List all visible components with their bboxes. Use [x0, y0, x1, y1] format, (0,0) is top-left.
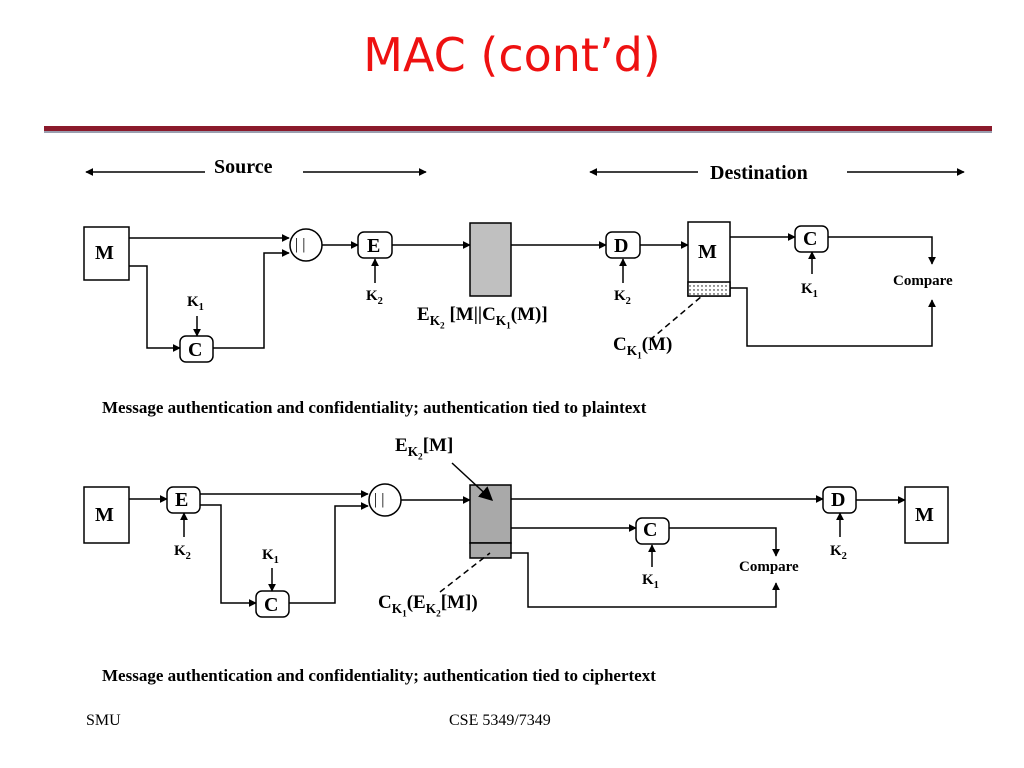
d2-mac-to-compare — [511, 552, 780, 608]
d1-mac-to-compare — [730, 287, 936, 347]
d1-m-box — [83, 226, 130, 281]
title-divider-shadow — [44, 131, 992, 133]
d1-cipher-block — [469, 222, 512, 297]
d1-dest-mac-part — [687, 281, 731, 297]
d2-dest-m-box — [904, 486, 949, 544]
d1-d-k2-label: K2 — [614, 288, 631, 307]
d2-dest-c-box — [635, 517, 670, 545]
diagram2 — [83, 462, 949, 618]
d1-c-label: C — [188, 339, 203, 361]
d2-e-to-c — [200, 504, 257, 607]
d1-dest-k1-label: K1 — [801, 281, 818, 300]
d1-dest-m-label: M — [698, 241, 717, 263]
d2-mac-label: CK1(EK2[M]) — [378, 592, 478, 620]
page-title: MAC (cont’d) — [363, 28, 661, 82]
d1-d-label: D — [614, 235, 629, 257]
d2-cipher-pointer — [451, 462, 494, 501]
d2-dest-k1-label: K1 — [642, 572, 659, 591]
title-divider — [44, 126, 992, 131]
d2-d-k2-label: K2 — [830, 543, 847, 562]
d2-mac-part — [469, 542, 512, 559]
source-label: Source — [214, 156, 273, 178]
d1-compare-label: Compare — [893, 273, 953, 289]
d1-m-label: M — [95, 242, 114, 264]
d1-e-label: E — [367, 235, 381, 257]
d2-e-k2-label: K2 — [174, 543, 191, 562]
d2-m-box — [83, 486, 130, 544]
d2-c-to-compare — [669, 527, 780, 557]
d2-c-to-concat — [289, 502, 369, 604]
d2-e-label: E — [175, 489, 189, 511]
d2-m-label: M — [95, 504, 114, 526]
d1-dest-c-label: C — [803, 228, 818, 250]
d2-k1-label: K1 — [262, 547, 279, 566]
d2-compare-label: Compare — [739, 559, 799, 575]
d1-m-to-c — [129, 265, 181, 352]
d2-c-label: C — [264, 594, 279, 616]
footer-left: SMU — [86, 712, 121, 729]
d2-concat-label: | | — [374, 491, 385, 508]
d1-c-to-concat — [213, 249, 290, 349]
d2-dest-m-label: M — [915, 504, 934, 526]
d1-c-to-compare — [828, 236, 936, 265]
d2-d-label: D — [831, 489, 846, 511]
d1-concat-label: | | — [295, 236, 306, 253]
destination-label: Destination — [710, 162, 808, 184]
d1-caption: Message authentication and confidentiali… — [102, 398, 647, 417]
d1-k1-label: K1 — [187, 294, 204, 313]
d2-cipher-block — [469, 484, 512, 544]
footer-center: CSE 5349/7349 — [449, 712, 551, 729]
d2-dest-c-label: C — [643, 519, 658, 541]
d2-cipher-label: EK2[M] — [395, 435, 454, 463]
d2-caption: Message authentication and confidentiali… — [102, 666, 656, 685]
d2-mac-pointer — [439, 552, 491, 593]
d1-mac-label: CK1(M) — [613, 334, 673, 362]
d1-mac-pointer — [649, 295, 703, 341]
d1-e-k2-label: K2 — [366, 288, 383, 307]
diagram1 — [83, 168, 965, 363]
d1-cipher-label: EK2 [M||CK1(M)] — [417, 304, 548, 332]
